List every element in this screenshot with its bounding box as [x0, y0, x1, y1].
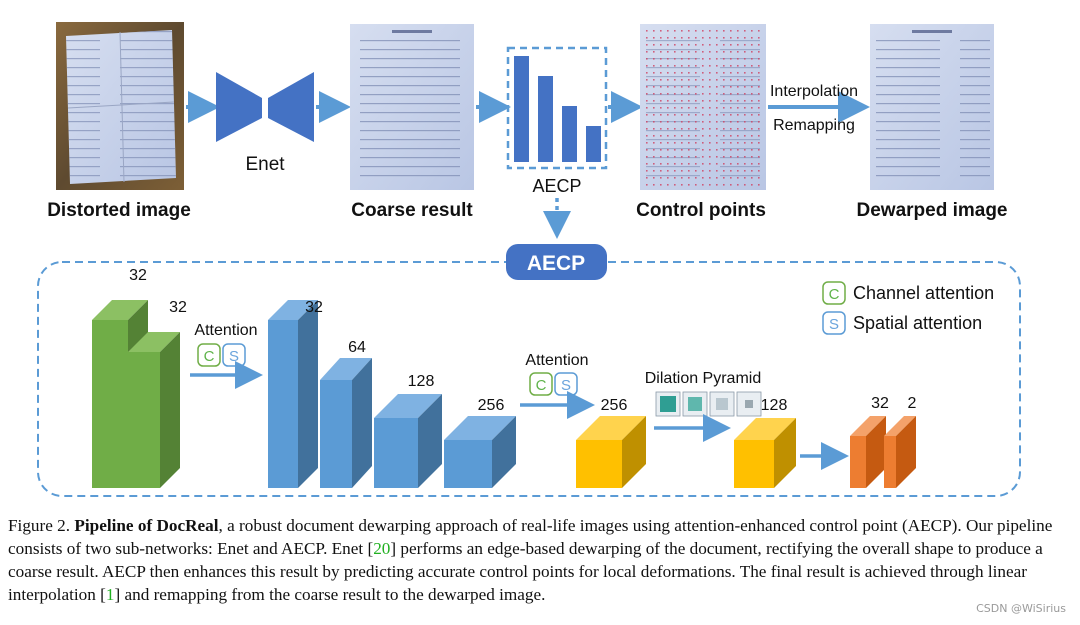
blue-block-1 — [268, 300, 318, 488]
blue-block-1-label: 32 — [305, 299, 323, 316]
green-block-2-label: 32 — [169, 299, 187, 316]
blue-block-4 — [444, 416, 516, 488]
enet-label: Enet — [245, 154, 285, 175]
pipeline-diagram: Distorted image Enet Coarse result AECP … — [37, 22, 1021, 497]
yellow-block-2-label: 128 — [761, 397, 788, 414]
attention-1-c-letter: C — [204, 348, 215, 365]
caption-fig-number: Figure 2. — [8, 516, 71, 535]
coarse-result-label: Coarse result — [351, 200, 473, 221]
attention-2-label: Attention — [525, 352, 588, 369]
attention-1-label: Attention — [194, 322, 257, 339]
dewarped-image-label: Dewarped image — [857, 200, 1008, 221]
orange-block-1 — [850, 416, 886, 488]
blue-block-3 — [374, 394, 442, 488]
attention-2-c-icon — [529, 372, 553, 396]
control-points-label: Control points — [636, 200, 766, 221]
distorted-image-label: Distorted image — [47, 200, 191, 221]
attention-1-s-letter: S — [229, 348, 239, 365]
yellow-block-2 — [734, 418, 796, 488]
legend-s-icon — [822, 311, 846, 335]
legend-spatial-attention: Spatial attention — [853, 313, 982, 333]
attention-2-s-letter: S — [561, 377, 571, 394]
aecp-title-badge — [506, 244, 607, 280]
caption-ref-1[interactable]: 1 — [105, 585, 115, 604]
dilation-pyramid-icon — [655, 391, 762, 417]
attention-2-s-icon — [554, 372, 578, 396]
interpolation-label: Interpolation — [770, 83, 858, 100]
legend-c-icon — [822, 281, 846, 305]
caption-text-3: ] and remapping from the coarse result t… — [114, 585, 546, 604]
control-points-image — [640, 24, 766, 190]
blue-block-4-label: 256 — [478, 397, 505, 414]
caption-text-1: , a robust document dewarping approach o… — [8, 516, 1053, 558]
legend-s-letter: S — [829, 316, 839, 333]
caption-title: Pipeline of DocReal — [74, 516, 219, 535]
figure-caption: Figure 2. Pipeline of DocReal, a robust … — [8, 514, 1072, 606]
yellow-block-1 — [576, 416, 646, 488]
coarse-result-image — [350, 24, 474, 190]
aecp-mini-box — [506, 46, 608, 170]
green-block-2 — [128, 332, 180, 488]
blue-block-2 — [320, 358, 372, 488]
remapping-label: Remapping — [773, 117, 855, 134]
legend-channel-attention: Channel attention — [853, 283, 994, 303]
blue-block-2-label: 64 — [348, 339, 366, 356]
csdn-watermark: CSDN @WiSirius — [976, 602, 1066, 615]
enet-block — [216, 72, 314, 142]
dewarped-image — [870, 24, 994, 190]
caption-ref-20[interactable]: 20 — [373, 539, 391, 558]
dilation-pyramid-label: Dilation Pyramid — [645, 370, 761, 387]
orange-block-2 — [884, 416, 916, 488]
orange-block-2-label: 2 — [908, 395, 917, 412]
legend-c-letter: C — [829, 286, 840, 303]
attention-1-s-icon — [222, 343, 246, 367]
yellow-block-1-label: 256 — [601, 397, 628, 414]
green-block-1-label: 32 — [129, 267, 147, 284]
aecp-mini-label: AECP — [532, 176, 581, 196]
attention-2-c-letter: C — [536, 377, 547, 394]
blue-block-3-label: 128 — [408, 373, 435, 390]
aecp-title: AECP — [527, 252, 585, 275]
orange-block-1-label: 32 — [871, 395, 889, 412]
aecp-mini-bars — [514, 56, 601, 162]
caption-text-2: ] performs an edge-based dewarping of th… — [8, 539, 1043, 604]
distorted-image — [56, 22, 184, 190]
attention-1-c-icon — [197, 343, 221, 367]
